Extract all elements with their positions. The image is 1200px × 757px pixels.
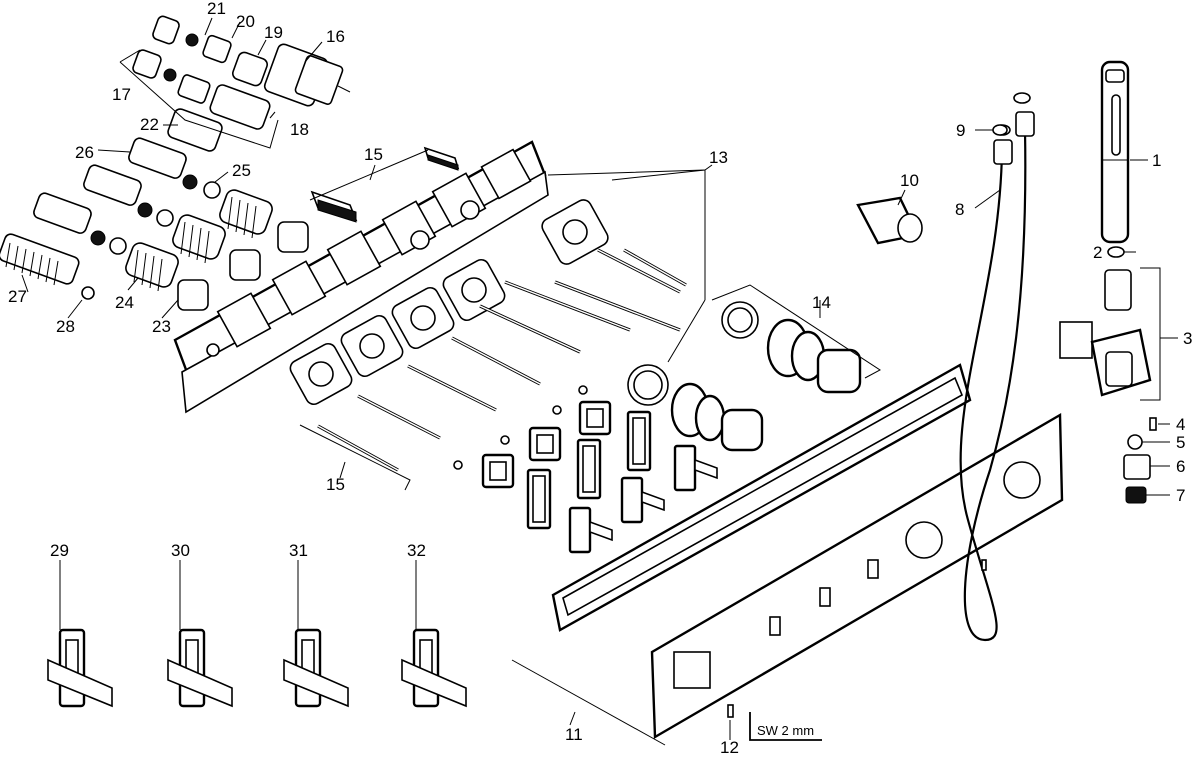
knob-set-14 xyxy=(627,301,862,452)
leader-lines xyxy=(21,17,1178,746)
label-32: 32 xyxy=(407,541,426,560)
label-29: 29 xyxy=(50,541,69,560)
label-17: 17 xyxy=(112,85,131,104)
label-24: 24 xyxy=(115,293,134,312)
outer-frame-plate xyxy=(551,363,972,632)
front-trim-plate xyxy=(650,412,1064,740)
label-3: 3 xyxy=(1183,329,1192,348)
label-27: 27 xyxy=(8,287,27,306)
long-mounting-screws xyxy=(317,248,687,472)
grub-screw-and-key xyxy=(727,704,822,741)
label-22: 22 xyxy=(140,115,159,134)
label-11: 11 xyxy=(565,725,583,744)
label-2: 2 xyxy=(1093,243,1102,262)
label-8: 8 xyxy=(955,200,964,219)
label-20: 20 xyxy=(236,12,255,31)
tool-size-note: SW 2 mm xyxy=(757,723,814,738)
part-labels: 1 2 3 4 5 6 7 8 9 10 11 12 13 14 15 15 1… xyxy=(8,0,1192,757)
label-15-top: 15 xyxy=(364,145,383,164)
label-1: 1 xyxy=(1152,151,1161,170)
small-fittings xyxy=(856,124,1157,571)
label-15-bottom: 15 xyxy=(326,475,345,494)
label-21: 21 xyxy=(207,0,226,18)
label-13: 13 xyxy=(709,148,728,167)
label-30: 30 xyxy=(171,541,190,560)
label-16: 16 xyxy=(326,27,345,46)
switch-holders xyxy=(453,385,612,489)
adapter-frames xyxy=(289,199,609,406)
label-19: 19 xyxy=(264,23,283,42)
label-26: 26 xyxy=(75,143,94,162)
label-5: 5 xyxy=(1176,433,1185,452)
label-14: 14 xyxy=(812,293,831,312)
label-7: 7 xyxy=(1176,486,1185,505)
spring-sleeves xyxy=(125,189,273,292)
thermostat-cartridge xyxy=(263,43,351,107)
mounting-bracket-plate xyxy=(173,140,549,414)
hand-shower xyxy=(1100,60,1130,258)
label-18: 18 xyxy=(290,120,309,139)
handle-variants xyxy=(47,628,467,708)
handle-caps xyxy=(177,221,309,311)
bracket-wedge-pieces xyxy=(310,146,460,223)
shower-hose xyxy=(959,92,1035,642)
push-buttons xyxy=(568,444,718,554)
label-4: 4 xyxy=(1176,415,1185,434)
label-28: 28 xyxy=(56,317,75,336)
cartridge-parts-small xyxy=(132,15,271,152)
wall-holder xyxy=(1059,269,1152,397)
label-10: 10 xyxy=(900,171,919,190)
label-6: 6 xyxy=(1176,457,1185,476)
label-31: 31 xyxy=(289,541,308,560)
label-9: 9 xyxy=(956,121,965,140)
extension-spring xyxy=(0,233,95,300)
label-25: 25 xyxy=(232,161,251,180)
button-frames xyxy=(526,410,652,530)
label-23: 23 xyxy=(152,317,171,336)
valve-body-set xyxy=(33,137,221,255)
label-12: 12 xyxy=(720,738,739,757)
